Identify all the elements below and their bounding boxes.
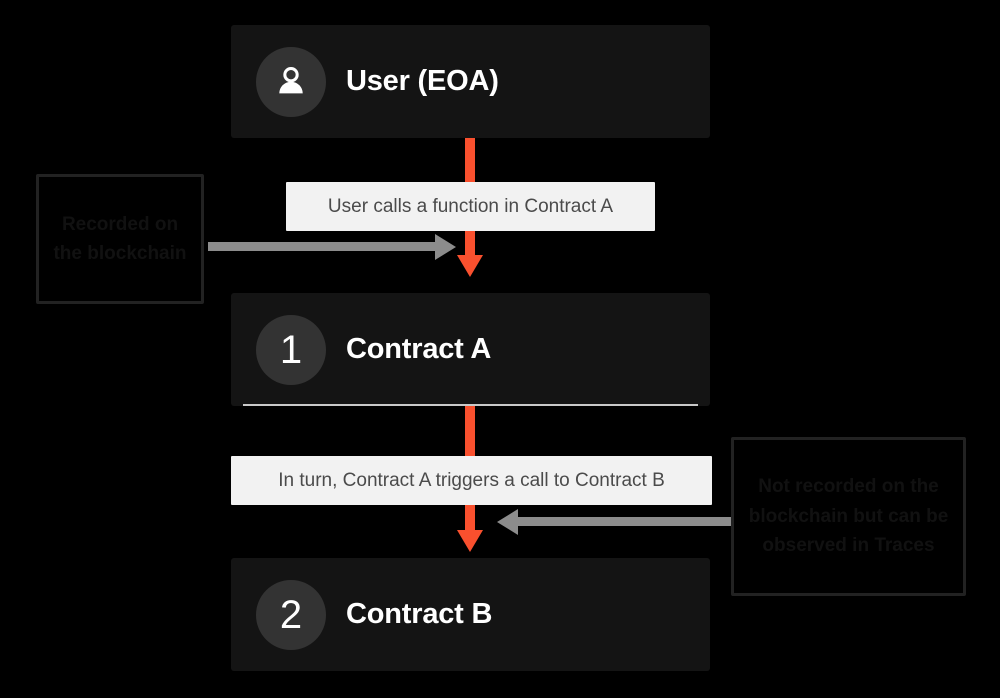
- callout-connector-right-shaft: [518, 517, 733, 526]
- arrowhead-right-icon-callout-left: [435, 234, 456, 260]
- node-user[interactable]: User (EOA): [231, 25, 710, 138]
- flow-arrow-user-to-contract-a-segment-top: [465, 138, 475, 184]
- callout-recorded-text: Recorded on the blockchain: [53, 213, 187, 264]
- flow-arrow-contract-a-to-contract-b-segment-bottom: [465, 504, 475, 532]
- flow-arrow-contract-a-to-contract-b-segment-top: [465, 406, 475, 458]
- step-badge-1: 1: [256, 314, 326, 385]
- arrowhead-down-icon-user-to-contract-a: [457, 255, 483, 277]
- arrowhead-down-icon-contract-a-to-contract-b: [457, 530, 483, 552]
- node-contract-b[interactable]: 2 Contract B: [231, 558, 710, 671]
- node-contract-a-label: Contract A: [346, 333, 492, 365]
- node-contract-b-label: Contract B: [346, 598, 493, 630]
- avatar: [256, 46, 326, 117]
- step-label-2: In turn, Contract A triggers a call to C…: [231, 456, 712, 505]
- node-user-label: User (EOA): [346, 65, 499, 97]
- callout-recorded-on-blockchain: Recorded on the blockchain: [36, 174, 204, 304]
- callout-not-recorded-text: Not recorded on the blockchain but can b…: [748, 476, 949, 557]
- step-badge-2-number: 2: [279, 592, 303, 637]
- step-badge-1-number: 1: [279, 327, 303, 372]
- node-contract-a[interactable]: 1 Contract A: [231, 293, 710, 406]
- step-label-1: User calls a function in Contract A: [286, 182, 655, 231]
- node-contract-a-underline: [243, 404, 698, 406]
- callout-connector-left-shaft: [208, 242, 436, 251]
- step-badge-2: 2: [256, 579, 326, 650]
- flow-arrow-user-to-contract-a-segment-bottom: [465, 229, 475, 257]
- arrowhead-left-icon-callout-right: [497, 509, 518, 535]
- person-icon: [272, 63, 310, 101]
- callout-not-recorded-on-blockchain: Not recorded on the blockchain but can b…: [731, 437, 966, 596]
